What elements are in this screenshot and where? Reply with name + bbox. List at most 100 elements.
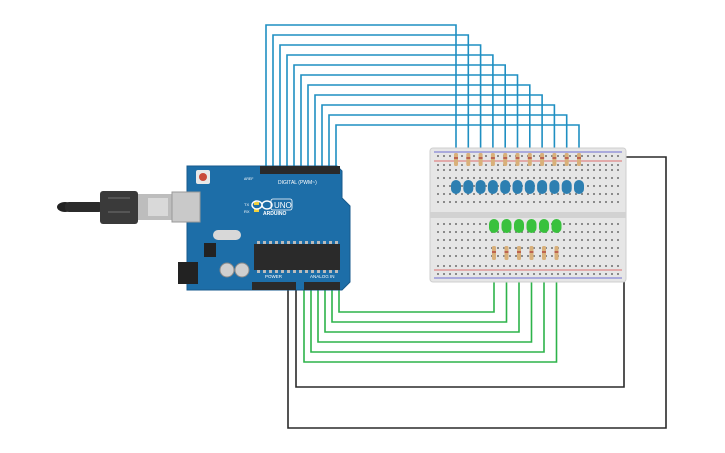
resistor[interactable] [478,153,483,166]
breadboard-hole [569,169,571,171]
power-wire[interactable] [287,156,667,429]
breadboard-hole [491,177,493,179]
blue-led[interactable] [524,180,535,194]
blue-led[interactable] [487,180,498,194]
blue-led[interactable] [463,180,474,194]
digital-wire[interactable] [293,64,506,168]
breadboard-hole [455,169,457,171]
resistor[interactable] [517,246,521,260]
resistor[interactable] [577,153,581,166]
blue-led[interactable] [451,180,461,194]
digital-wire[interactable] [335,124,580,168]
breadboard-hole [539,169,541,171]
breadboard-hole [587,247,589,249]
breadboard-hole [437,247,439,249]
chip-pin [329,270,332,273]
analog-wire[interactable] [338,260,495,313]
green-led[interactable] [514,219,524,233]
resistor[interactable] [504,246,509,260]
digital-wire[interactable] [286,54,494,168]
digital-header[interactable] [260,166,340,174]
breadboard-hole [509,273,511,275]
analog-header[interactable] [304,282,340,290]
green-led[interactable] [501,219,512,233]
breadboard-hole [503,273,505,275]
breadboard-hole [443,177,445,179]
resistor[interactable] [552,153,557,166]
breadboard-hole [497,231,499,233]
breadboard-hole [563,164,565,166]
blue-led[interactable] [537,180,548,194]
resistor[interactable] [454,153,458,166]
digital-wire[interactable] [265,24,457,168]
breadboard-hole [461,231,463,233]
resistor[interactable] [466,153,471,166]
resistor[interactable] [492,246,496,260]
breadboard-hole [509,177,511,179]
breadboard-hole [485,193,487,195]
digital-wire[interactable] [321,104,556,168]
reset-button-cap[interactable] [199,173,207,181]
resistor[interactable] [490,153,495,166]
analog-wire[interactable] [310,260,545,353]
resistor[interactable] [540,153,545,166]
breadboard[interactable] [429,147,627,283]
blue-led[interactable] [500,180,511,194]
digital-wire[interactable] [272,34,470,168]
green-led[interactable] [539,219,549,233]
resistor[interactable] [527,153,532,166]
chip-pin [293,241,296,244]
breadboard-hole [437,239,439,241]
breadboard-hole [497,177,499,179]
digital-wire[interactable] [328,114,568,168]
resistor[interactable] [542,246,546,260]
resistor[interactable] [564,153,569,166]
usb-cable[interactable] [57,191,172,224]
breadboard-hole [617,164,619,166]
breadboard-hole [527,231,529,233]
digital-wire[interactable] [307,84,531,168]
blue-led[interactable] [549,180,560,194]
breadboard-hole [479,201,481,203]
breadboard-hole [569,223,571,225]
resistor[interactable] [515,153,520,166]
resistor[interactable] [554,246,559,260]
analog-wire[interactable] [303,260,558,363]
breadboard-hole [515,177,517,179]
resistor[interactable] [529,246,534,260]
breadboard-hole [443,255,445,257]
green-led[interactable] [489,219,499,233]
breadboard-hole [461,265,463,267]
resistor[interactable] [503,153,508,166]
blue-led[interactable] [561,180,572,194]
digital-wire[interactable] [300,74,519,168]
breadboard-hole [611,247,613,249]
blue-led[interactable] [574,180,584,194]
digital-wire[interactable] [314,94,543,168]
blue-led[interactable] [475,180,486,194]
breadboard-hole [563,247,565,249]
breadboard-hole [581,223,583,225]
power-header[interactable] [252,282,296,290]
chip-pin-rows [257,241,338,273]
analog-wire[interactable] [331,260,508,323]
breadboard-hole [443,231,445,233]
breadboard-hole [497,239,499,241]
breadboard-hole [443,155,445,157]
analog-wire[interactable] [324,260,520,333]
breadboard-hole [521,201,523,203]
blue-led[interactable] [512,180,523,194]
green-led[interactable] [551,219,562,233]
breadboard-hole [617,223,619,225]
breadboard-hole [485,255,487,257]
breadboard-hole [539,177,541,179]
green-led[interactable] [526,219,537,233]
digital-wire[interactable] [279,44,482,168]
arduino-board[interactable]: DIGITAL (PWM~) AREF TX RX UNO ARDUINO PO… [171,165,351,291]
breadboard-hole [593,273,595,275]
chip-pin [323,241,326,244]
analog-wire[interactable] [317,260,533,343]
breadboard-hole [539,231,541,233]
breadboard-hole [599,255,601,257]
breadboard-hole [461,201,463,203]
